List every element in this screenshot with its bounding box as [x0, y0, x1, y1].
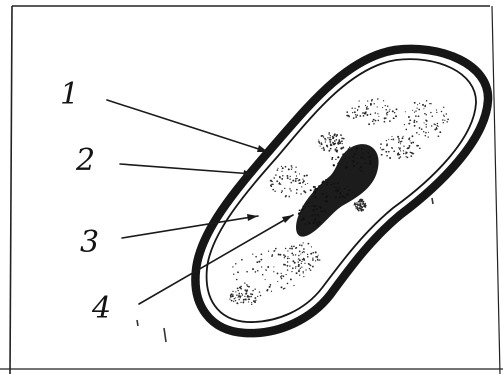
callout-label-3: 3: [80, 225, 99, 260]
arrowhead-3: [247, 214, 258, 221]
callout-line-3: [122, 216, 258, 238]
callout-lines: [107, 100, 293, 304]
callout-line-2: [120, 164, 253, 174]
nucleoid: [296, 144, 379, 237]
arrowhead-4: [282, 215, 293, 223]
callout-line-4: [139, 215, 293, 304]
callout-label-4: 4: [91, 291, 111, 326]
callout-label-2: 2: [75, 143, 95, 178]
callout-line-1: [107, 100, 268, 152]
callout-label-1: 1: [60, 77, 79, 112]
